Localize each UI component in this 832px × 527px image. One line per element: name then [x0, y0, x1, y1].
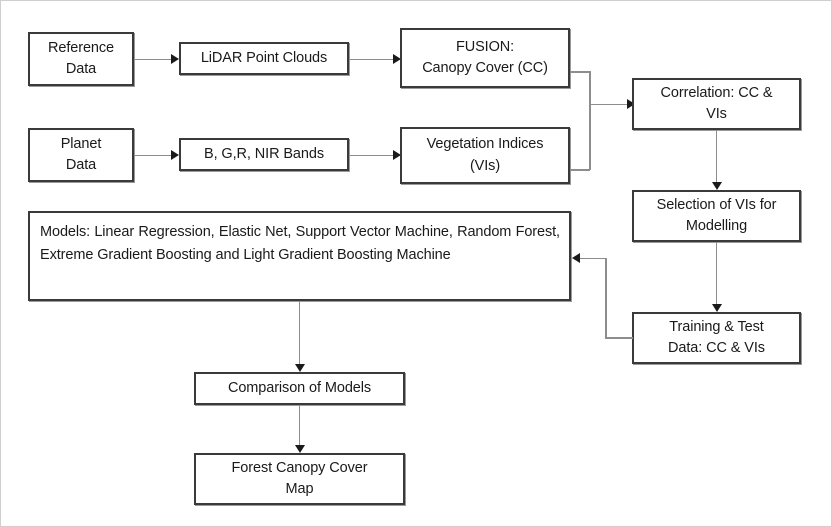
node-lidar-point-clouds-label: LiDAR Point Clouds	[200, 49, 328, 66]
edge-reference-data-to-lidar	[134, 58, 173, 61]
node-models[interactable]: Models: Linear Regression, Elastic Net, …	[28, 211, 571, 301]
edge-planet-data-to-bands	[134, 154, 173, 157]
edge-models-to-comparison	[298, 301, 301, 369]
node-selection-of-vis[interactable]: Selection of VIs for Modelling	[632, 190, 801, 242]
node-forest-canopy-cover-map[interactable]: Forest Canopy Cover Map	[194, 453, 405, 505]
node-reference-data[interactable]: Reference Data	[28, 32, 134, 86]
node-training-test-data[interactable]: Training & Test Data: CC & VIs	[632, 312, 801, 364]
node-fusion-canopy-cover[interactable]: FUSION: Canopy Cover (CC)	[400, 28, 570, 88]
node-bands-label: B, G,R, NIR Bands	[204, 145, 324, 162]
edge-merge-vertical	[589, 71, 591, 170]
arrowhead-models-to-comparison	[294, 364, 305, 372]
edge-training-test-elbow-vertical	[605, 258, 607, 338]
node-comparison-of-models[interactable]: Comparison of Models	[194, 372, 405, 405]
node-fusion-canopy-cover-label: FUSION: Canopy Cover (CC)	[422, 38, 548, 76]
arrowhead-selection-to-training-test	[711, 304, 722, 312]
edge-lidar-to-fusion	[349, 58, 396, 61]
edge-fusion-merge-stub	[570, 71, 590, 73]
edge-training-test-elbow-bottom	[605, 337, 633, 339]
edge-merge-to-correlation	[589, 103, 630, 106]
node-reference-data-label: Reference Data	[48, 39, 114, 77]
node-vegetation-indices[interactable]: Vegetation Indices (VIs)	[400, 127, 570, 184]
node-training-test-data-label: Training & Test Data: CC & VIs	[668, 318, 765, 356]
node-correlation-label: Correlation: CC & VIs	[660, 84, 773, 122]
arrowhead-bands-to-vegetation-indices	[393, 150, 401, 161]
arrowhead-comparison-to-map	[294, 445, 305, 453]
arrowhead-reference-data-to-lidar	[171, 54, 179, 65]
edge-training-test-elbow-top	[580, 257, 606, 260]
node-selection-of-vis-label: Selection of VIs for Modelling	[656, 196, 777, 234]
arrowhead-lidar-to-fusion	[393, 54, 401, 65]
edge-bands-to-vegetation-indices	[349, 154, 396, 157]
arrowhead-correlation-to-selection	[711, 182, 722, 190]
arrowhead-planet-data-to-bands	[171, 150, 179, 161]
node-correlation[interactable]: Correlation: CC & VIs	[632, 78, 801, 130]
edge-correlation-to-selection	[715, 130, 718, 187]
edge-comparison-to-map	[298, 405, 301, 450]
node-planet-data[interactable]: Planet Data	[28, 128, 134, 182]
node-vegetation-indices-label: Vegetation Indices (VIs)	[426, 136, 544, 174]
node-models-label: Models: Linear Regression, Elastic Net, …	[40, 224, 560, 264]
arrowhead-merge-to-correlation	[627, 99, 635, 110]
edge-vegetation-merge-stub	[570, 169, 590, 171]
arrowhead-training-test-to-models	[572, 253, 580, 264]
node-lidar-point-clouds[interactable]: LiDAR Point Clouds	[179, 42, 349, 75]
node-forest-canopy-cover-map-label: Forest Canopy Cover Map	[231, 459, 368, 497]
node-bands[interactable]: B, G,R, NIR Bands	[179, 138, 349, 171]
node-comparison-of-models-label: Comparison of Models	[227, 379, 372, 396]
edge-selection-to-training-test	[715, 242, 718, 309]
node-planet-data-label: Planet Data	[60, 135, 102, 173]
